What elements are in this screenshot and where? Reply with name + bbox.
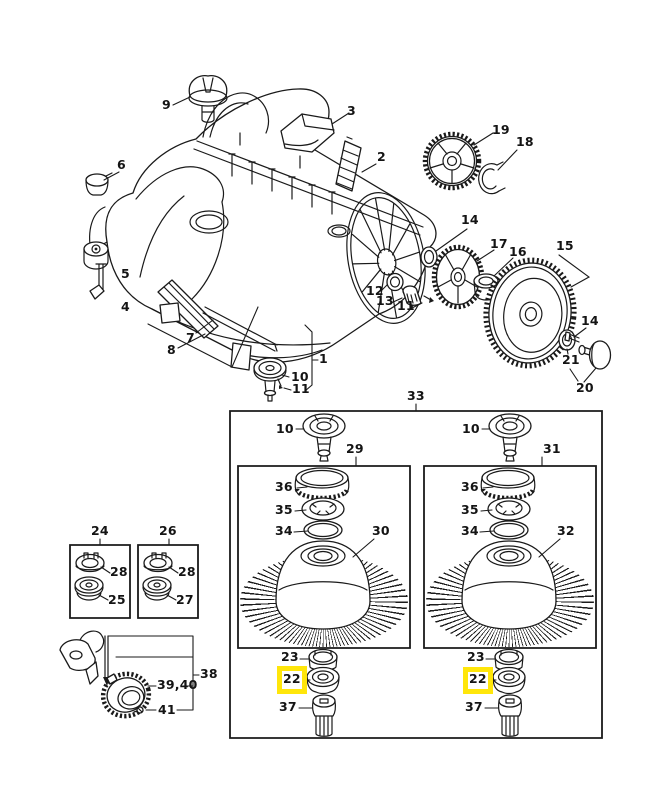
part-label-38: 38 — [200, 666, 218, 681]
part-label-35-left: 35 — [275, 502, 293, 517]
part-label-27: 27 — [176, 592, 194, 607]
part-label-34-left: 34 — [275, 523, 293, 538]
part-11-pin-center — [424, 296, 434, 303]
part-label-6: 6 — [117, 157, 126, 172]
part-label-31: 31 — [543, 441, 561, 456]
part-4-pin-bracket — [90, 264, 106, 299]
part-label-18: 18 — [516, 134, 534, 149]
part-41-screw — [134, 686, 156, 713]
part-label-1: 1 — [319, 351, 328, 366]
part-label-34-right: 34 — [461, 523, 479, 538]
part-label-26: 26 — [159, 523, 177, 538]
part-label-2: 2 — [377, 149, 386, 164]
part-label-36-right: 36 — [461, 479, 479, 494]
axle-bolt — [565, 332, 579, 342]
part-label-10-deck: 10 — [291, 369, 309, 384]
part-label-28-right: 28 — [178, 564, 196, 579]
part-label-21: 21 — [562, 352, 580, 367]
part-3-deflector — [281, 114, 334, 152]
part-20-cap — [579, 341, 611, 369]
part-label-5: 5 — [121, 266, 130, 281]
part-label-22-right[interactable]: 22 — [469, 671, 487, 686]
part-label-19: 19 — [492, 122, 510, 137]
part-7-8-bars — [148, 280, 277, 370]
part-9-knob — [189, 76, 227, 123]
part-label-14-right: 14 — [581, 313, 599, 328]
part-label-29: 29 — [346, 441, 364, 456]
part-label-23-left: 23 — [281, 649, 299, 664]
spool-kit — [75, 553, 110, 600]
mower-deck-body — [90, 89, 436, 362]
part-6-cap — [86, 173, 112, 195]
part-label-24: 24 — [91, 523, 109, 538]
gear-key-tab — [107, 674, 117, 684]
part-label-28-left: 28 — [110, 564, 128, 579]
part-11-pin-deck — [278, 379, 283, 389]
part-18-clamp — [479, 162, 505, 194]
highlight-part-22-left[interactable] — [277, 666, 307, 694]
part-label-14-center: 14 — [461, 212, 479, 227]
part-label-20: 20 — [576, 380, 594, 395]
group-box-26 — [138, 545, 198, 618]
part-label-37-right: 37 — [465, 699, 483, 714]
part-label-7: 7 — [186, 330, 195, 345]
part-label-8: 8 — [167, 342, 176, 357]
part-label-12: 12 — [366, 283, 384, 298]
part-label-30: 30 — [372, 523, 390, 538]
part-label-10-left: 10 — [276, 421, 294, 436]
part-14-ring-center — [421, 247, 437, 267]
part-label-15: 15 — [556, 238, 574, 253]
part-17-gear — [434, 247, 482, 307]
part-5-roller — [84, 242, 108, 269]
part-2-rack — [336, 137, 361, 191]
part-16-collar — [474, 274, 498, 300]
part-label-37-left: 37 — [279, 699, 297, 714]
part-10-spool-deck — [254, 358, 286, 401]
part-label-11-deck: 11 — [292, 381, 310, 396]
part-label-3: 3 — [347, 103, 356, 118]
part-label-35-right: 35 — [461, 502, 479, 517]
group-boxes — [70, 404, 602, 738]
part-19-gear — [425, 134, 479, 188]
part-label-10-right: 10 — [462, 421, 480, 436]
part-label-11-center: 11 — [397, 298, 415, 313]
part-label-17: 17 — [490, 236, 508, 251]
part-label-9: 9 — [162, 97, 171, 112]
part-label-16: 16 — [509, 244, 527, 259]
part-label-4: 4 — [121, 299, 130, 314]
part-13-coupler — [403, 286, 421, 305]
part-39-40-gear — [98, 669, 153, 721]
part-label-33: 33 — [407, 388, 425, 403]
part-label-25: 25 — [108, 592, 126, 607]
part-label-32: 32 — [557, 523, 575, 538]
deflector-assembly-38 — [60, 631, 199, 710]
brush-kit-column — [238, 414, 410, 736]
highlight-part-22-right[interactable] — [463, 667, 493, 694]
leader-lines — [104, 97, 596, 391]
part-label-23-right: 23 — [467, 649, 485, 664]
part-label-41: 41 — [158, 702, 176, 717]
part-12-ring — [387, 274, 403, 291]
part-label-36-left: 36 — [275, 479, 293, 494]
part-label-13: 13 — [376, 293, 394, 308]
part-15-wheel — [481, 256, 580, 371]
part-label-39-40: 39,40 — [157, 677, 198, 692]
part-label-22-left[interactable]: 22 — [283, 671, 301, 686]
